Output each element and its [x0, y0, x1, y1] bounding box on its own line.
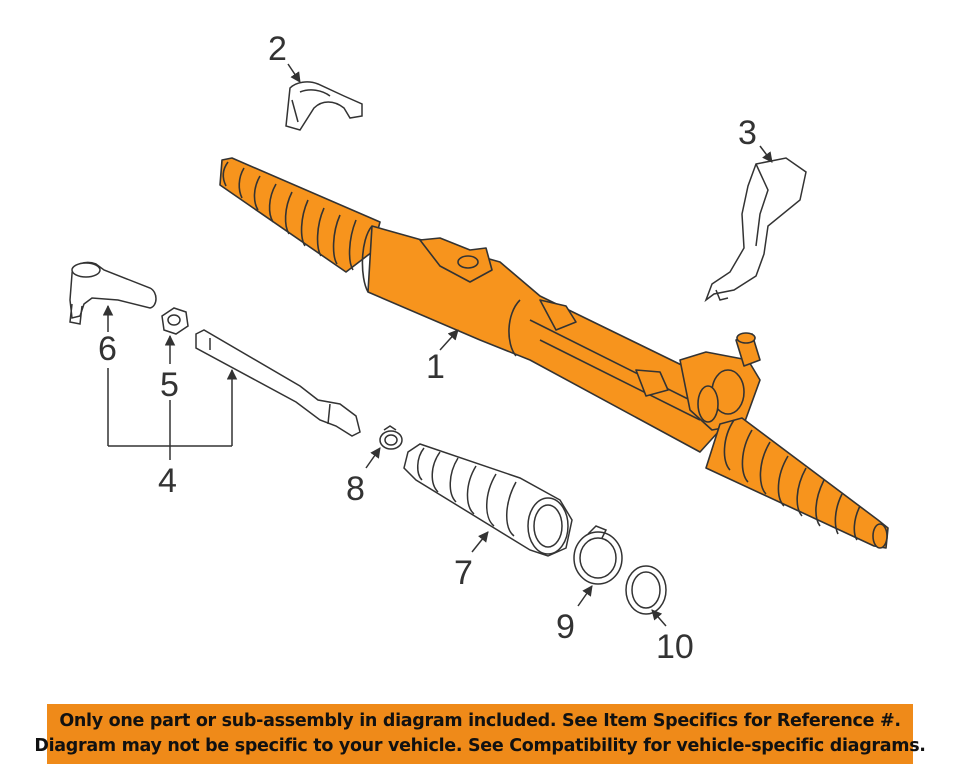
inner-tie-rod — [195, 329, 361, 437]
rack-right-boot — [705, 417, 889, 549]
leader-lines — [102, 63, 773, 627]
callout-7: 7 — [454, 554, 473, 592]
callout-2: 2 — [268, 30, 287, 68]
boot-clamp-large — [573, 525, 623, 585]
parts-diagram: 1 2 3 4 5 6 7 8 9 10 — [69, 30, 889, 666]
jam-nut — [161, 307, 189, 335]
callout-6: 6 — [98, 330, 117, 368]
callout-10: 10 — [656, 628, 694, 666]
steering-rack-assembly — [219, 157, 889, 549]
callout-5: 5 — [160, 366, 179, 404]
callout-4: 4 — [158, 462, 177, 500]
disclaimer-banner: Only one part or sub-assembly in diagram… — [34, 704, 926, 764]
callout-9: 9 — [556, 608, 575, 646]
callout-3: 3 — [738, 114, 757, 152]
rack-left-boot — [219, 157, 381, 273]
outer-tie-rod-end — [69, 261, 157, 325]
callout-8: 8 — [346, 470, 365, 508]
disclaimer-line-1: Only one part or sub-assembly in diagram… — [59, 711, 901, 731]
rack-boot — [403, 443, 573, 557]
callout-1: 1 — [426, 348, 445, 386]
disclaimer-line-2: Diagram may not be specific to your vehi… — [34, 736, 926, 756]
heat-shield — [704, 157, 807, 303]
rack-housing — [361, 225, 761, 453]
boot-clamp-small — [379, 425, 403, 450]
rack-bushing — [285, 81, 363, 131]
seal-ring — [625, 565, 667, 615]
